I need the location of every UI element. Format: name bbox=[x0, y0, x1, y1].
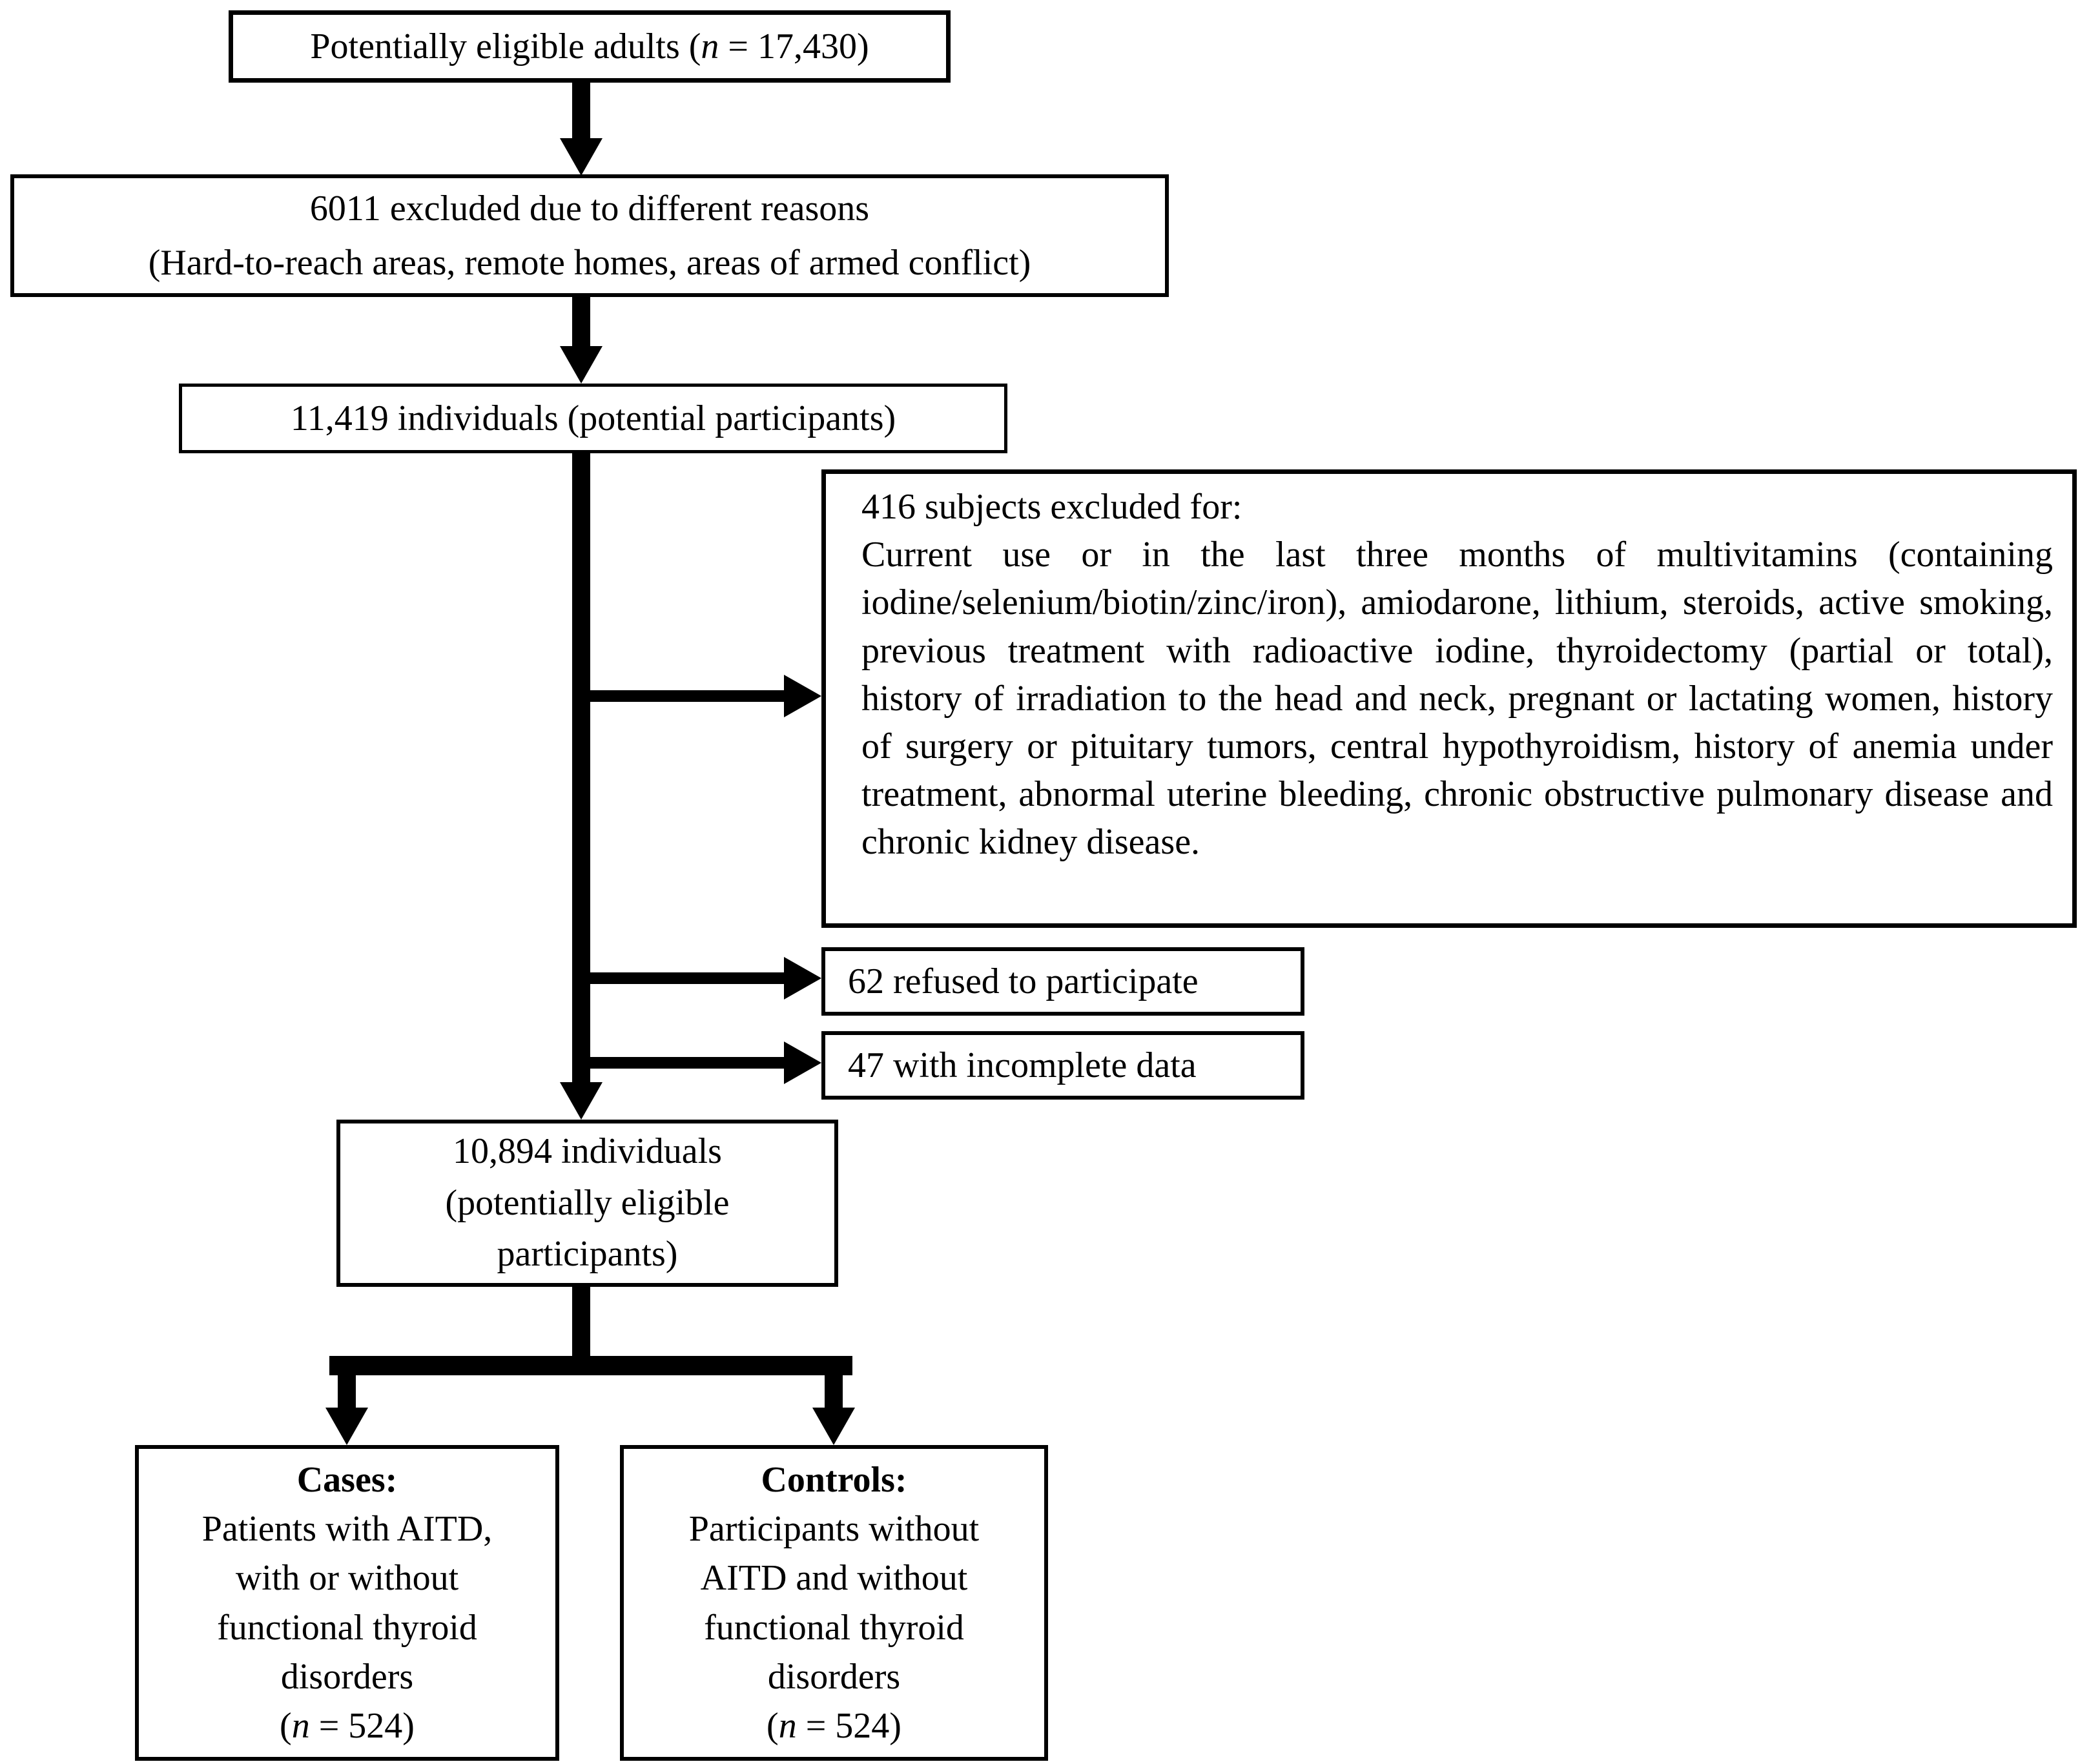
controls-n-after: = 524) bbox=[796, 1705, 901, 1746]
node-excluded-416: 416 subjects excluded for: Current use o… bbox=[821, 469, 2077, 928]
excluded-6011-line2: (Hard-to-reach areas, remote homes, area… bbox=[148, 243, 1031, 283]
controls-line4: disorders bbox=[767, 1656, 901, 1697]
incomplete-47-label: 47 with incomplete data bbox=[848, 1045, 1197, 1085]
controls-line3: functional thyroid bbox=[704, 1607, 964, 1648]
node-incomplete-47: 47 with incomplete data bbox=[821, 1031, 1304, 1100]
branch-refused-head bbox=[784, 957, 821, 1000]
node-refused-62: 62 refused to participate bbox=[821, 947, 1304, 1016]
individuals-10894-line3: participants) bbox=[497, 1234, 678, 1275]
n-symbol: n bbox=[701, 26, 719, 67]
node-excluded-6011: 6011 excluded due to different reasons (… bbox=[10, 174, 1169, 297]
branch-incomplete-shaft bbox=[590, 1057, 785, 1069]
refused-62-label: 62 refused to participate bbox=[848, 961, 1199, 1001]
controls-title: Controls: bbox=[761, 1460, 907, 1501]
excluded-416-heading: 416 subjects excluded for: bbox=[861, 487, 1242, 527]
arrow-to-controls-shaft bbox=[825, 1374, 843, 1409]
cases-line4: disorders bbox=[280, 1656, 414, 1697]
cases-line3: functional thyroid bbox=[217, 1607, 477, 1648]
split-horizontal-bar bbox=[329, 1356, 852, 1375]
node-controls: Controls: Participants without AITD and … bbox=[620, 1445, 1048, 1761]
individuals-10894-line2: (potentially eligible bbox=[445, 1182, 730, 1223]
split-stem-shaft bbox=[572, 1286, 590, 1356]
cases-n-line: (n = 524) bbox=[280, 1701, 415, 1750]
node-potentially-eligible-adults-label: Potentially eligible adults (n = 17,430) bbox=[310, 21, 869, 72]
label-text-after: = 17,430) bbox=[719, 26, 869, 67]
branch-incomplete-head bbox=[784, 1041, 821, 1084]
branch-416-head bbox=[784, 675, 821, 717]
spine-arrow-head bbox=[560, 1082, 602, 1120]
cases-title: Cases: bbox=[296, 1460, 398, 1501]
controls-line2: AITD and without bbox=[700, 1558, 968, 1599]
node-individuals-11419: 11,419 individuals (potential participan… bbox=[179, 384, 1007, 453]
branch-refused-shaft bbox=[590, 972, 785, 984]
controls-n-before: ( bbox=[767, 1705, 779, 1746]
arrow-to-controls-head bbox=[812, 1408, 855, 1445]
individuals-11419-label: 11,419 individuals (potential participan… bbox=[290, 398, 896, 438]
node-potentially-eligible-adults: Potentially eligible adults (n = 17,430) bbox=[229, 10, 951, 83]
arrow-eligible-to-excluded-head bbox=[560, 138, 602, 176]
controls-n-symbol: n bbox=[778, 1705, 797, 1746]
arrow-eligible-to-excluded-shaft bbox=[572, 81, 590, 138]
cases-n-symbol: n bbox=[291, 1705, 310, 1746]
node-individuals-10894: 10,894 individuals (potentially eligible… bbox=[336, 1120, 838, 1287]
node-cases: Cases: Patients with AITD, with or witho… bbox=[135, 1445, 559, 1761]
label-text-before: Potentially eligible adults ( bbox=[310, 26, 701, 67]
arrow-excluded-to-individuals-shaft bbox=[572, 296, 590, 347]
cases-n-after: = 524) bbox=[309, 1705, 415, 1746]
individuals-10894-line1: 10,894 individuals bbox=[453, 1131, 722, 1172]
excluded-416-body: Current use or in the last three months … bbox=[861, 535, 2053, 863]
controls-line1: Participants without bbox=[688, 1509, 980, 1550]
cases-line1: Patients with AITD, bbox=[201, 1509, 493, 1550]
excluded-6011-line1: 6011 excluded due to different reasons bbox=[309, 189, 870, 229]
cases-n-before: ( bbox=[280, 1705, 292, 1746]
arrow-excluded-to-individuals-head bbox=[560, 346, 602, 384]
arrow-to-cases-head bbox=[325, 1408, 368, 1445]
branch-416-shaft bbox=[590, 690, 785, 702]
spine-shaft bbox=[572, 452, 590, 1083]
arrow-to-cases-shaft bbox=[338, 1374, 356, 1409]
controls-n-line: (n = 524) bbox=[767, 1701, 901, 1750]
cases-line2: with or without bbox=[235, 1558, 459, 1599]
